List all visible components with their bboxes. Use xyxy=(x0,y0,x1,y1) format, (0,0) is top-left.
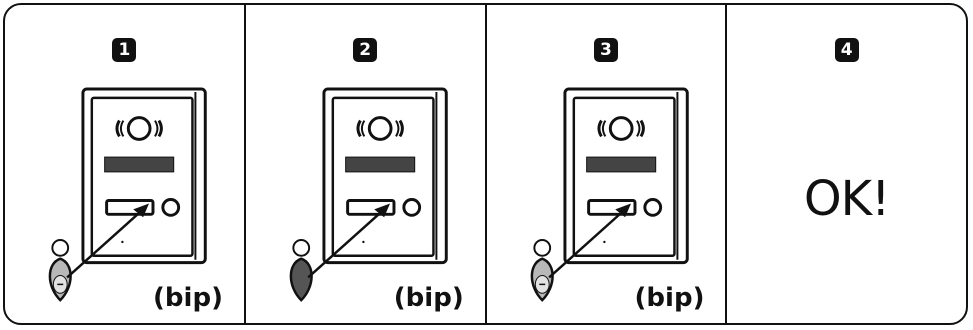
beep-label: (bip) xyxy=(634,283,705,313)
step-number-badge: 3 xyxy=(593,38,618,62)
step-number-badge: 4 xyxy=(834,38,859,62)
step-panel-3: 3 (bip) xyxy=(487,5,728,323)
ok-result-label: OK! xyxy=(803,171,890,227)
door-entry-panel-icon xyxy=(48,87,207,302)
beep-label: (bip) xyxy=(393,283,464,313)
step-panel-4: 4 OK! xyxy=(727,5,966,323)
step-panel-1: 1 (bip) xyxy=(5,5,246,323)
instruction-frame: 1 (bip) 2 xyxy=(3,3,968,325)
beep-label: (bip) xyxy=(153,283,223,313)
step-number-badge: 1 xyxy=(112,38,137,62)
door-entry-panel-icon xyxy=(530,87,689,302)
door-entry-panel-icon xyxy=(289,87,448,302)
step-number-badge: 2 xyxy=(353,38,378,62)
step-panel-2: 2 (bip) xyxy=(246,5,487,323)
